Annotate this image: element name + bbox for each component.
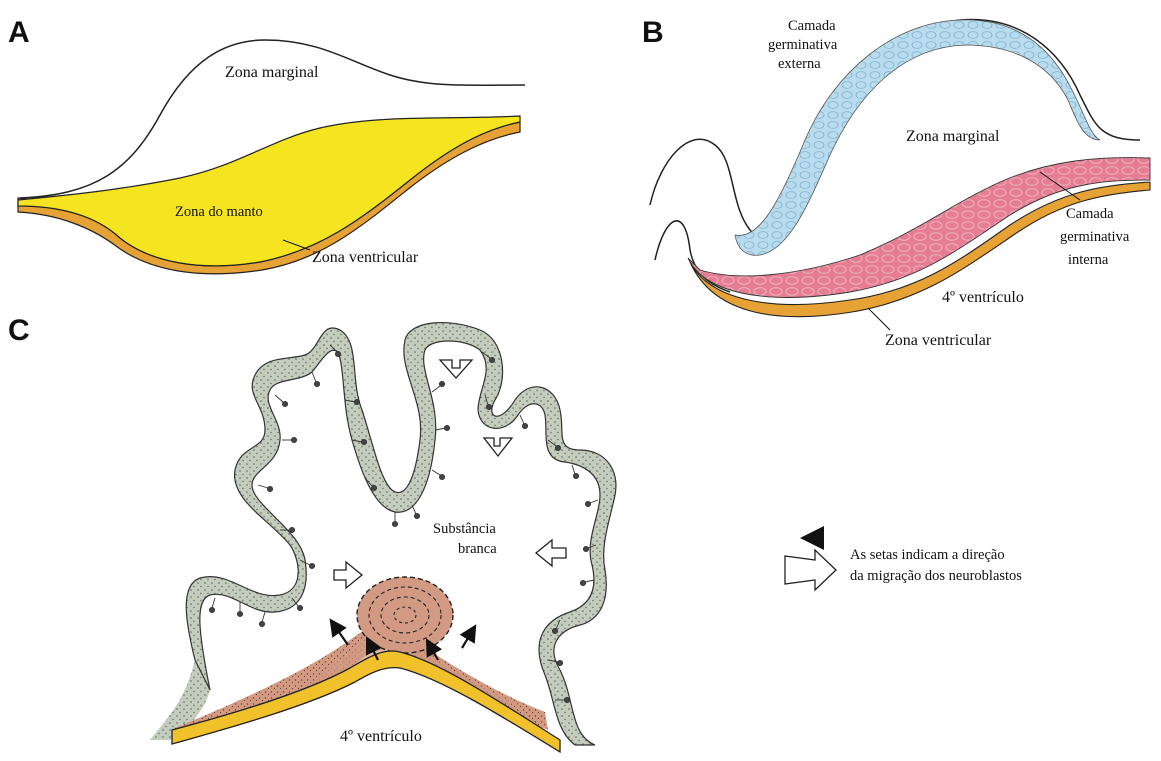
panel-a-mantle-zone	[18, 116, 520, 266]
legend-open-arrow	[785, 550, 836, 590]
panel-b-label-externa-3: externa	[778, 56, 821, 72]
panel-b-label-externa-2: germinativa	[768, 37, 838, 53]
panel-a: A Zona marginal Zona do manto Zona ventr…	[8, 16, 525, 274]
panel-c: C	[8, 314, 616, 752]
panel-b-label-interna-2: germinativa	[1060, 229, 1130, 245]
panel-c-label-substancia-2: branca	[458, 541, 497, 557]
panel-b-ventricular-leader	[868, 308, 890, 330]
migration-arrow	[332, 622, 348, 645]
legend-text-1: As setas indicam a direção	[850, 547, 1005, 563]
panel-b-label-interna-3: interna	[1068, 252, 1109, 268]
panel-b-label-ventricular: Zona ventricular	[885, 332, 992, 349]
open-arrow-down-2	[484, 438, 512, 456]
panel-c-letter: C	[8, 314, 30, 347]
open-arrow-left	[536, 540, 566, 566]
panel-a-letter: A	[8, 16, 30, 49]
panel-c-label-ventriculo: 4º ventrículo	[340, 728, 422, 745]
panel-b-label-interna-1: Camada	[1066, 206, 1114, 222]
open-arrow-down-1	[440, 360, 472, 378]
panel-a-label-marginal: Zona marginal	[225, 64, 319, 81]
open-arrow-right	[334, 562, 362, 588]
panel-b-label-marginal: Zona marginal	[906, 128, 1000, 145]
panel-a-label-ventricular: Zona ventricular	[312, 249, 419, 266]
panel-b-label-externa-1: Camada	[788, 18, 836, 34]
panel-c-label-substancia-1: Substância	[433, 521, 496, 537]
panel-b: B Camada germinativa externa Zona margin…	[642, 16, 1150, 349]
panel-a-label-manto: Zona do manto	[175, 204, 263, 220]
panel-b-letter: B	[642, 16, 664, 49]
migration-arrow	[462, 628, 474, 648]
panel-c-cell-cluster	[357, 577, 453, 653]
legend: As setas indicam a direção da migração d…	[785, 538, 1022, 590]
panel-c-folia-cortex	[186, 323, 616, 745]
legend-text-2: da migração dos neuroblastos	[850, 568, 1022, 584]
panel-b-label-ventriculo: 4º ventrículo	[942, 289, 1024, 306]
